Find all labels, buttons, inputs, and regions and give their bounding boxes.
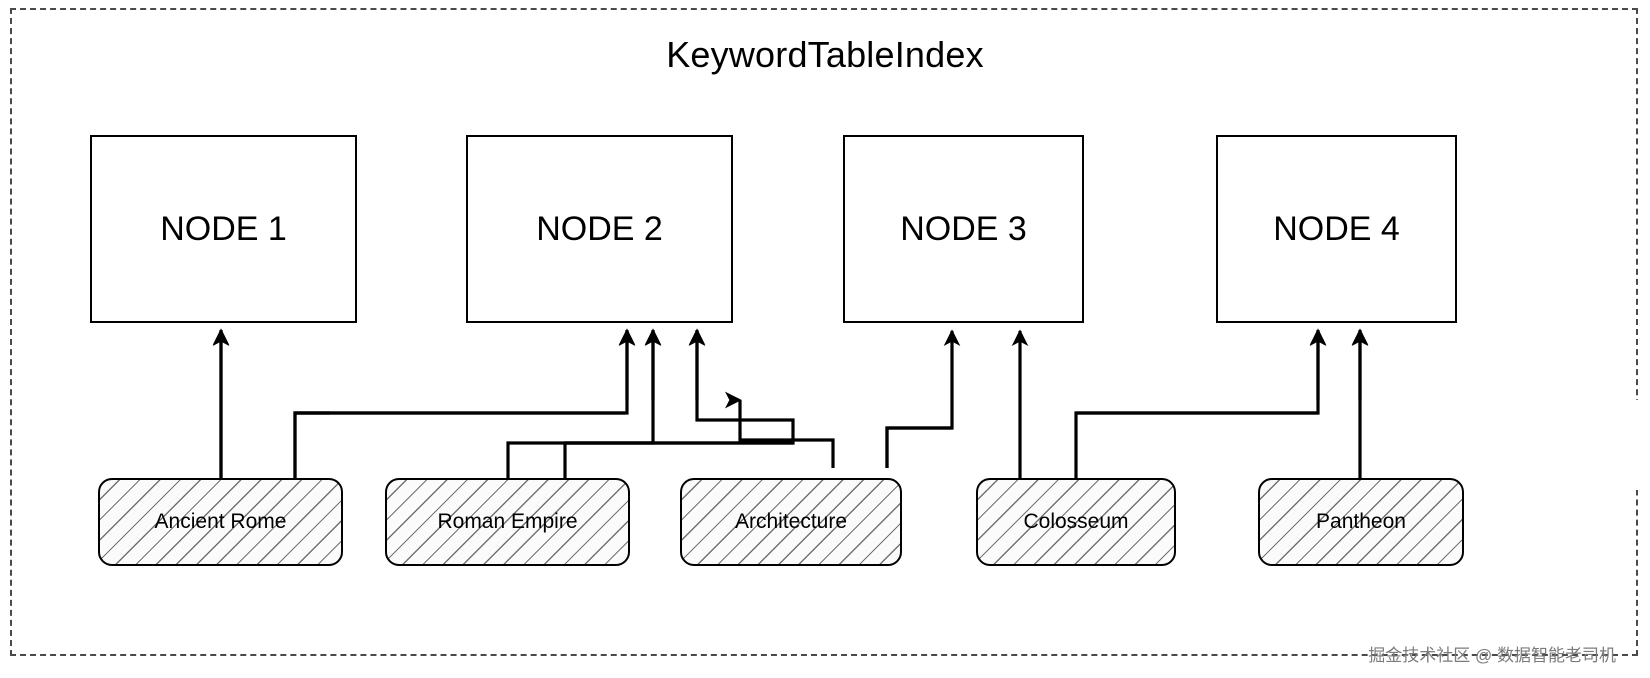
keyword-box-roman-empire[interactable]: Roman Empire [385,478,630,566]
keyword-box-pantheon[interactable]: Pantheon [1258,478,1464,566]
keyword-box-colosseum[interactable]: Colosseum [976,478,1176,566]
node-label: NODE 2 [536,209,663,248]
keyword-label: Roman Empire [437,510,578,533]
node-label: NODE 4 [1273,209,1400,248]
watermark: 掘金技术社区 @ 数据智能老司机 [1368,646,1616,665]
node-box-node2[interactable]: NODE 2 [466,135,733,323]
node-box-node3[interactable]: NODE 3 [843,135,1084,323]
node-box-node4[interactable]: NODE 4 [1216,135,1457,323]
keyword-label: Ancient Rome [154,510,287,533]
node-label: NODE 1 [160,209,287,248]
keyword-box-ancient-rome[interactable]: Ancient Rome [98,478,343,566]
keyword-label: Architecture [734,510,848,533]
keyword-label: Pantheon [1316,510,1406,533]
keyword-box-architecture[interactable]: Architecture [680,478,902,566]
node-box-node1[interactable]: NODE 1 [90,135,357,323]
page-title: KeywordTableIndex [666,34,984,75]
node-label: NODE 3 [900,209,1027,248]
keyword-label: Colosseum [1023,510,1129,533]
